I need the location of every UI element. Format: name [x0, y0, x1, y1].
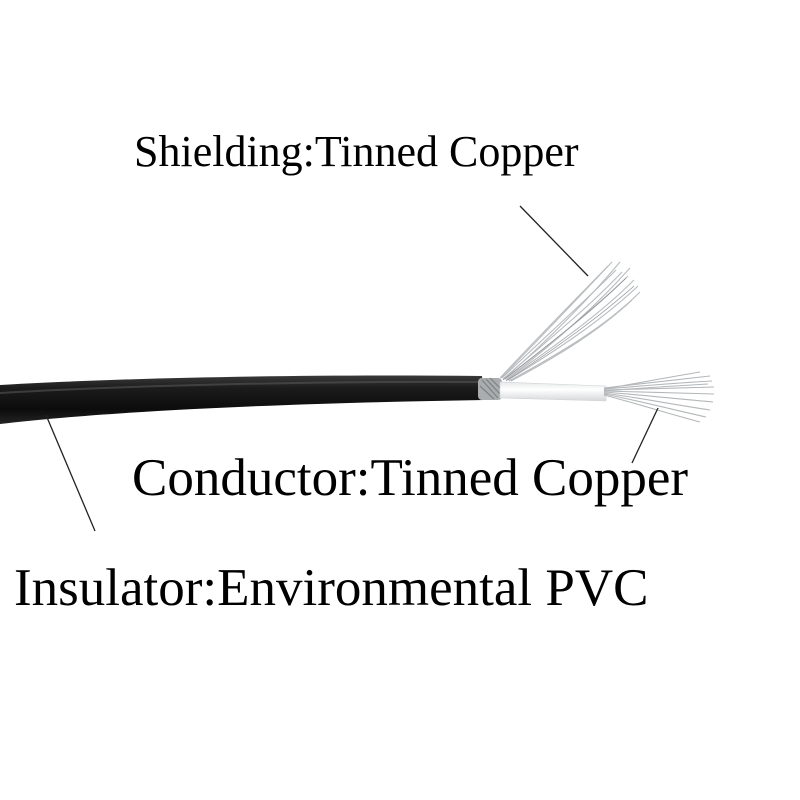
conductor-strands [603, 371, 715, 423]
conductor-label: Conductor:Tinned Copper [132, 449, 689, 507]
shielding-label: Shielding:Tinned Copper [134, 127, 579, 176]
shielding-strands-shadow [502, 277, 635, 382]
leader-lines [45, 205, 659, 532]
jacket-highlight [0, 380, 481, 394]
shield-collar-texture [479, 377, 502, 400]
shielding-strands [499, 261, 641, 382]
shielding-leader-line [519, 205, 589, 277]
conductor-leader-line [631, 407, 659, 464]
insulator-leader-line [45, 414, 96, 532]
inner-insulation [499, 381, 607, 402]
insulator-label: Insulator:Environmental PVC [14, 559, 649, 617]
